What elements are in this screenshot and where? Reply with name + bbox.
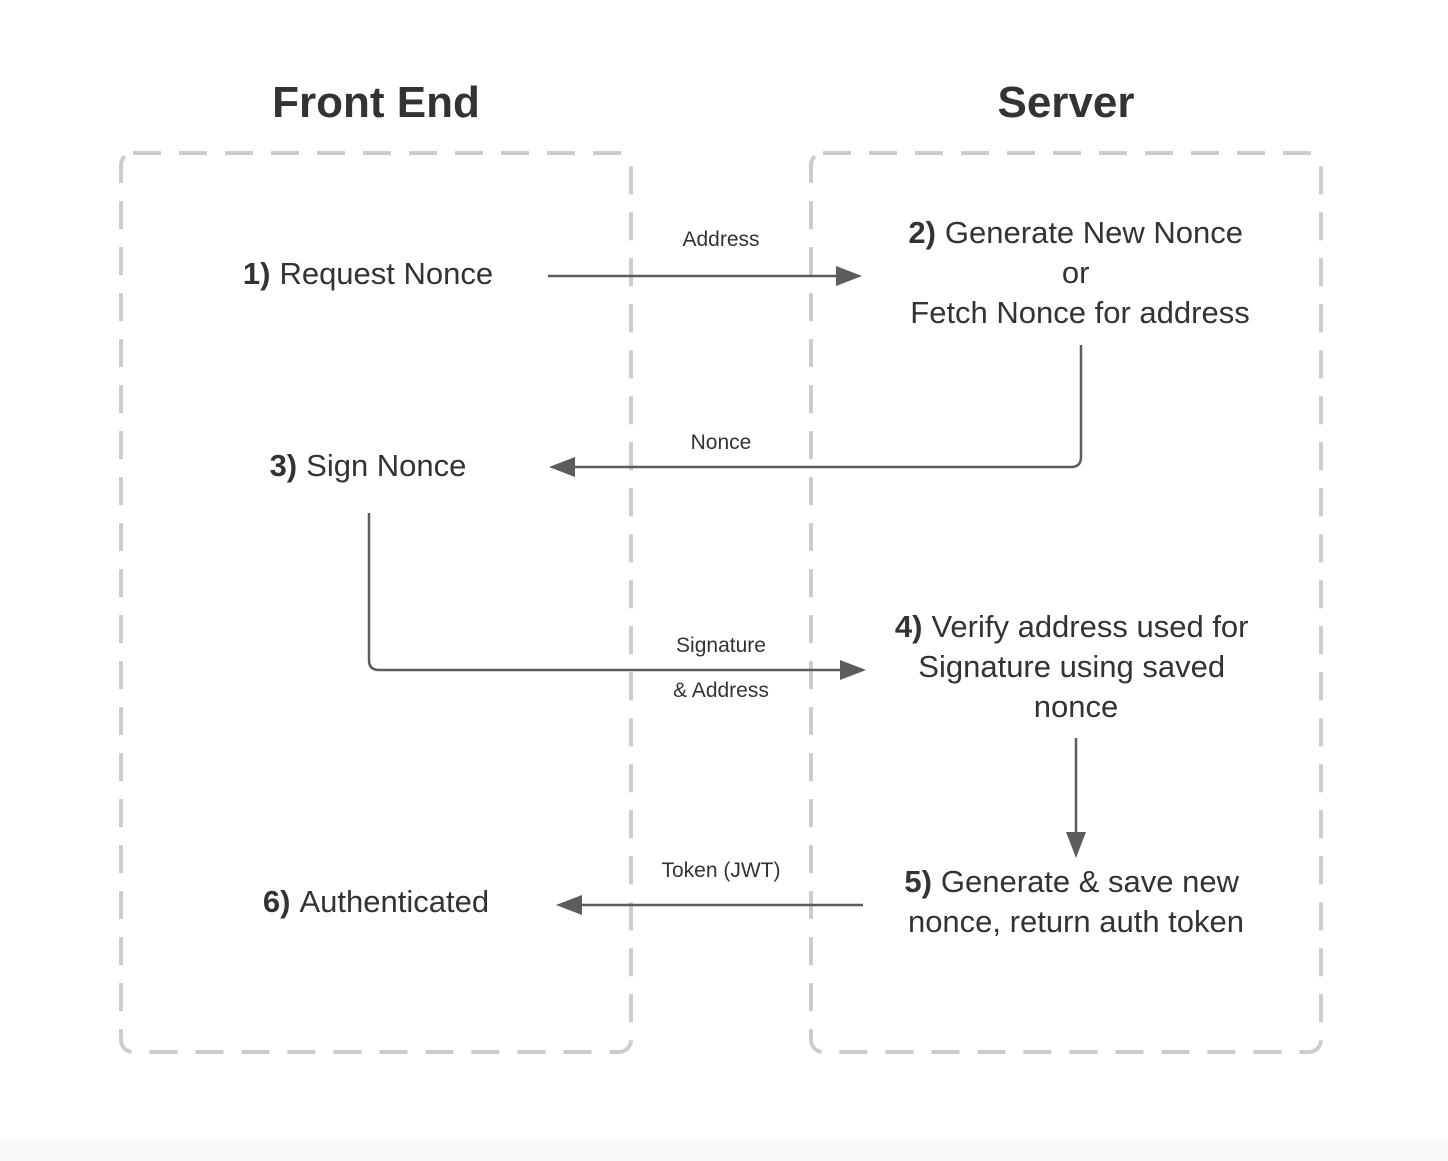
step-3-label: Sign Nonce	[306, 448, 466, 483]
step-5-line-1: Generate & save new	[941, 864, 1240, 899]
message-token: Token (JWT)	[661, 859, 780, 882]
step-1-request-nonce: 1)Request Nonce	[243, 256, 493, 291]
message-address: Address	[682, 228, 759, 251]
step-6-authenticated: 6)Authenticated	[263, 884, 489, 919]
message-nonce: Nonce	[691, 431, 752, 454]
step-3-number: 3)	[270, 448, 298, 483]
step-1-number: 1)	[243, 256, 271, 291]
message-signature: Signature	[676, 634, 766, 657]
message-signature-address: & Address	[673, 679, 769, 702]
lane-box-server	[809, 151, 1323, 1054]
step-6-number: 6)	[263, 884, 291, 919]
bottom-band	[0, 1138, 1448, 1161]
step-5-number: 5)	[904, 864, 932, 899]
step-2-line-1: Generate New Nonce	[945, 215, 1243, 250]
step-2-line-3: Fetch Nonce for address	[910, 295, 1249, 330]
step-6-label: Authenticated	[299, 884, 489, 919]
step-2-generate-nonce: 2) Generate New Nonce or Fetch Nonce for …	[908, 215, 1251, 330]
arrow-address	[548, 266, 862, 286]
step-3-sign-nonce: 3)Sign Nonce	[270, 448, 467, 483]
lane-title-server: Server	[997, 78, 1134, 127]
arrow-token	[556, 895, 863, 915]
step-1-label: Request Nonce	[279, 256, 493, 291]
arrow-verify-to-token	[1066, 738, 1086, 858]
arrow-nonce	[549, 345, 1083, 477]
step-2-line-2: or	[1062, 255, 1090, 290]
step-4-line-3: nonce	[1034, 689, 1118, 724]
step-4-verify-address: 4)Verify address used for Signature usin…	[895, 609, 1257, 724]
lane-title-front-end: Front End	[272, 78, 480, 127]
step-2-number: 2)	[908, 215, 936, 250]
step-4-line-2: Signature using saved	[918, 649, 1225, 684]
lane-box-front-end	[119, 151, 633, 1054]
arrow-signature	[367, 513, 866, 680]
step-4-number: 4)	[895, 609, 923, 644]
step-4-line-1: Verify address used for	[931, 609, 1248, 644]
step-5-generate-token: 5) Generate & save new nonce, return auth…	[904, 864, 1247, 939]
step-5-line-2: nonce, return auth token	[908, 904, 1244, 939]
